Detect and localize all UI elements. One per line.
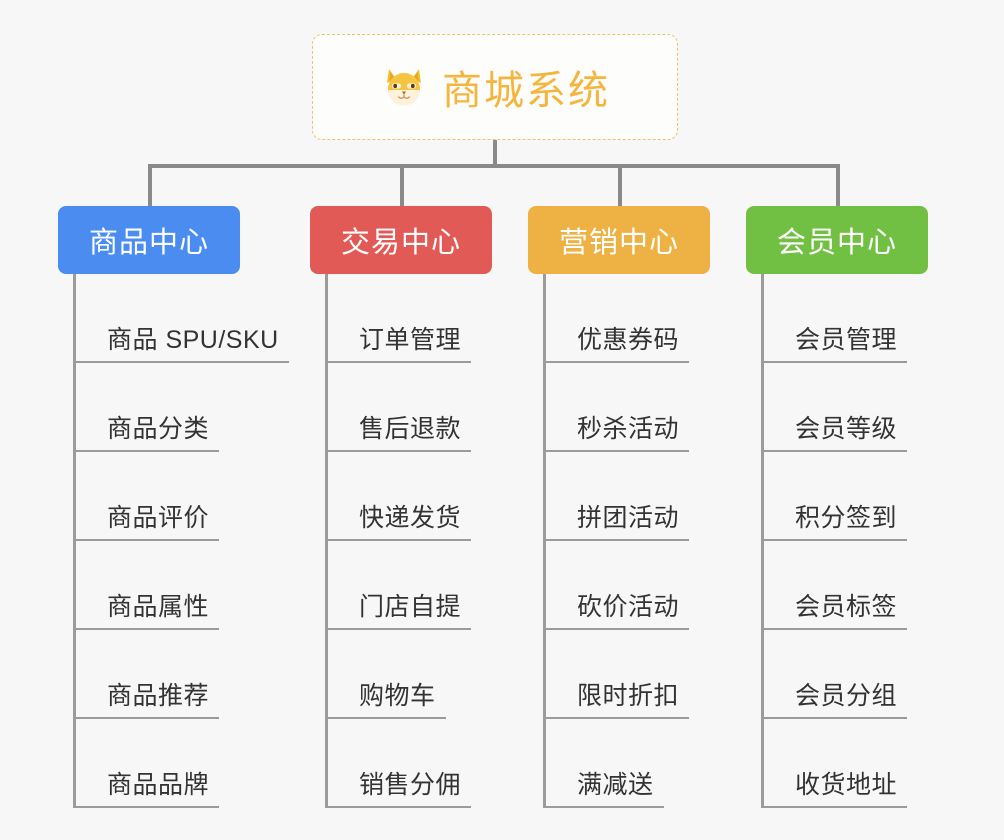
category-label-2: 交易中心 <box>340 227 461 259</box>
leaf-item[interactable]: 商品推荐 <box>73 630 220 719</box>
leaf-label: 限时折扣 <box>577 682 680 710</box>
leaf-item[interactable]: 秒杀活动 <box>543 363 690 452</box>
category-label-4: 会员中心 <box>776 227 897 259</box>
leaf-underline: 商品 SPU/SKU <box>73 325 289 363</box>
leaf-underline: 拼团活动 <box>543 503 690 541</box>
root-title: 商城系统 <box>442 69 610 113</box>
category-box-1[interactable]: 商品中心 <box>58 206 240 274</box>
leaf-label: 商品 SPU/SKU <box>107 326 279 354</box>
leaf-item[interactable]: 商品属性 <box>73 541 220 630</box>
leaf-label: 会员等级 <box>795 415 898 443</box>
leaf-underline: 商品属性 <box>73 592 220 630</box>
leaf-label: 商品推荐 <box>107 682 210 710</box>
root-node[interactable]: 商城系统 <box>312 34 678 140</box>
leaf-item[interactable]: 门店自提 <box>325 541 472 630</box>
leaf-underline: 商品分类 <box>73 414 220 452</box>
leaf-item[interactable]: 订单管理 <box>325 274 472 363</box>
leaf-item[interactable]: 销售分佣 <box>325 719 472 808</box>
leaf-item[interactable]: 砍价活动 <box>543 541 690 630</box>
branch-3: 优惠券码秒杀活动拼团活动砍价活动限时折扣满减送 <box>543 274 748 834</box>
leaf-item[interactable]: 商品分类 <box>73 363 220 452</box>
leaf-underline: 优惠券码 <box>543 325 690 363</box>
leaf-underline: 会员管理 <box>761 325 908 363</box>
leaf-label: 门店自提 <box>359 593 462 621</box>
leaf-label: 优惠券码 <box>577 326 680 354</box>
leaf-label: 秒杀活动 <box>577 415 680 443</box>
leaf-label: 商品属性 <box>107 593 210 621</box>
leaf-item[interactable]: 售后退款 <box>325 363 472 452</box>
connector-drop-4 <box>836 164 840 206</box>
leaf-label: 会员管理 <box>795 326 898 354</box>
branch-trunk-2 <box>325 274 328 808</box>
leaf-label: 满减送 <box>577 771 654 799</box>
leaf-underline: 会员等级 <box>761 414 908 452</box>
leaf-item[interactable]: 收货地址 <box>761 719 908 808</box>
leaf-underline: 商品品牌 <box>73 770 220 808</box>
branch-2: 订单管理售后退款快递发货门店自提购物车销售分佣 <box>325 274 530 834</box>
leaf-underline: 秒杀活动 <box>543 414 690 452</box>
leaf-underline: 会员标签 <box>761 592 908 630</box>
leaf-label: 商品评价 <box>107 504 210 532</box>
leaf-underline: 购物车 <box>325 681 446 719</box>
leaf-label: 会员标签 <box>795 593 898 621</box>
connector-drop-1 <box>148 164 152 206</box>
branch-trunk-3 <box>543 274 546 808</box>
leaf-label: 会员分组 <box>795 682 898 710</box>
leaf-underline: 商品评价 <box>73 503 220 541</box>
branch-trunk-4 <box>761 274 764 808</box>
leaf-item[interactable]: 商品品牌 <box>73 719 220 808</box>
leaf-item[interactable]: 积分签到 <box>761 452 908 541</box>
branch-1: 商品 SPU/SKU 商品分类商品评价商品属性商品推荐商品品牌 <box>73 274 303 834</box>
dog-face-icon <box>380 63 428 111</box>
leaf-underline: 会员分组 <box>761 681 908 719</box>
leaf-underline: 售后退款 <box>325 414 472 452</box>
connector-drop-3 <box>618 164 622 206</box>
leaf-item[interactable]: 限时折扣 <box>543 630 690 719</box>
leaf-underline: 积分签到 <box>761 503 908 541</box>
category-label-1: 商品中心 <box>88 227 209 259</box>
leaf-item[interactable]: 会员标签 <box>761 541 908 630</box>
leaf-label: 拼团活动 <box>577 504 680 532</box>
leaf-label: 订单管理 <box>359 326 462 354</box>
leaf-item[interactable]: 商品评价 <box>73 452 220 541</box>
leaf-label: 销售分佣 <box>359 771 462 799</box>
connector-drop-2 <box>400 164 404 206</box>
leaf-label: 商品品牌 <box>107 771 210 799</box>
leaf-underline: 限时折扣 <box>543 681 690 719</box>
leaf-item[interactable]: 商品 SPU/SKU <box>73 274 289 363</box>
leaf-label: 快递发货 <box>359 504 462 532</box>
leaf-item[interactable]: 满减送 <box>543 719 664 808</box>
leaf-label: 售后退款 <box>359 415 462 443</box>
leaf-underline: 砍价活动 <box>543 592 690 630</box>
leaf-item[interactable]: 拼团活动 <box>543 452 690 541</box>
leaf-underline: 商品推荐 <box>73 681 220 719</box>
connector-horizontal-bus <box>148 164 840 168</box>
category-box-2[interactable]: 交易中心 <box>310 206 492 274</box>
leaf-label: 积分签到 <box>795 504 898 532</box>
leaf-item[interactable]: 购物车 <box>325 630 446 719</box>
branch-4: 会员管理会员等级积分签到会员标签会员分组收货地址 <box>761 274 966 834</box>
category-label-3: 营销中心 <box>558 227 679 259</box>
leaf-underline: 满减送 <box>543 770 664 808</box>
leaf-item[interactable]: 快递发货 <box>325 452 472 541</box>
leaf-underline: 快递发货 <box>325 503 472 541</box>
leaf-label: 收货地址 <box>795 771 898 799</box>
leaf-underline: 销售分佣 <box>325 770 472 808</box>
leaf-item[interactable]: 优惠券码 <box>543 274 690 363</box>
leaf-label: 购物车 <box>359 682 436 710</box>
leaf-item[interactable]: 会员等级 <box>761 363 908 452</box>
leaf-underline: 门店自提 <box>325 592 472 630</box>
leaf-label: 砍价活动 <box>577 593 680 621</box>
leaf-underline: 订单管理 <box>325 325 472 363</box>
branch-trunk-1 <box>73 274 76 808</box>
category-box-4[interactable]: 会员中心 <box>746 206 928 274</box>
leaf-item[interactable]: 会员分组 <box>761 630 908 719</box>
leaf-label: 商品分类 <box>107 415 210 443</box>
category-box-3[interactable]: 营销中心 <box>528 206 710 274</box>
leaf-underline: 收货地址 <box>761 770 908 808</box>
connector-root-stem <box>493 140 497 166</box>
leaf-item[interactable]: 会员管理 <box>761 274 908 363</box>
